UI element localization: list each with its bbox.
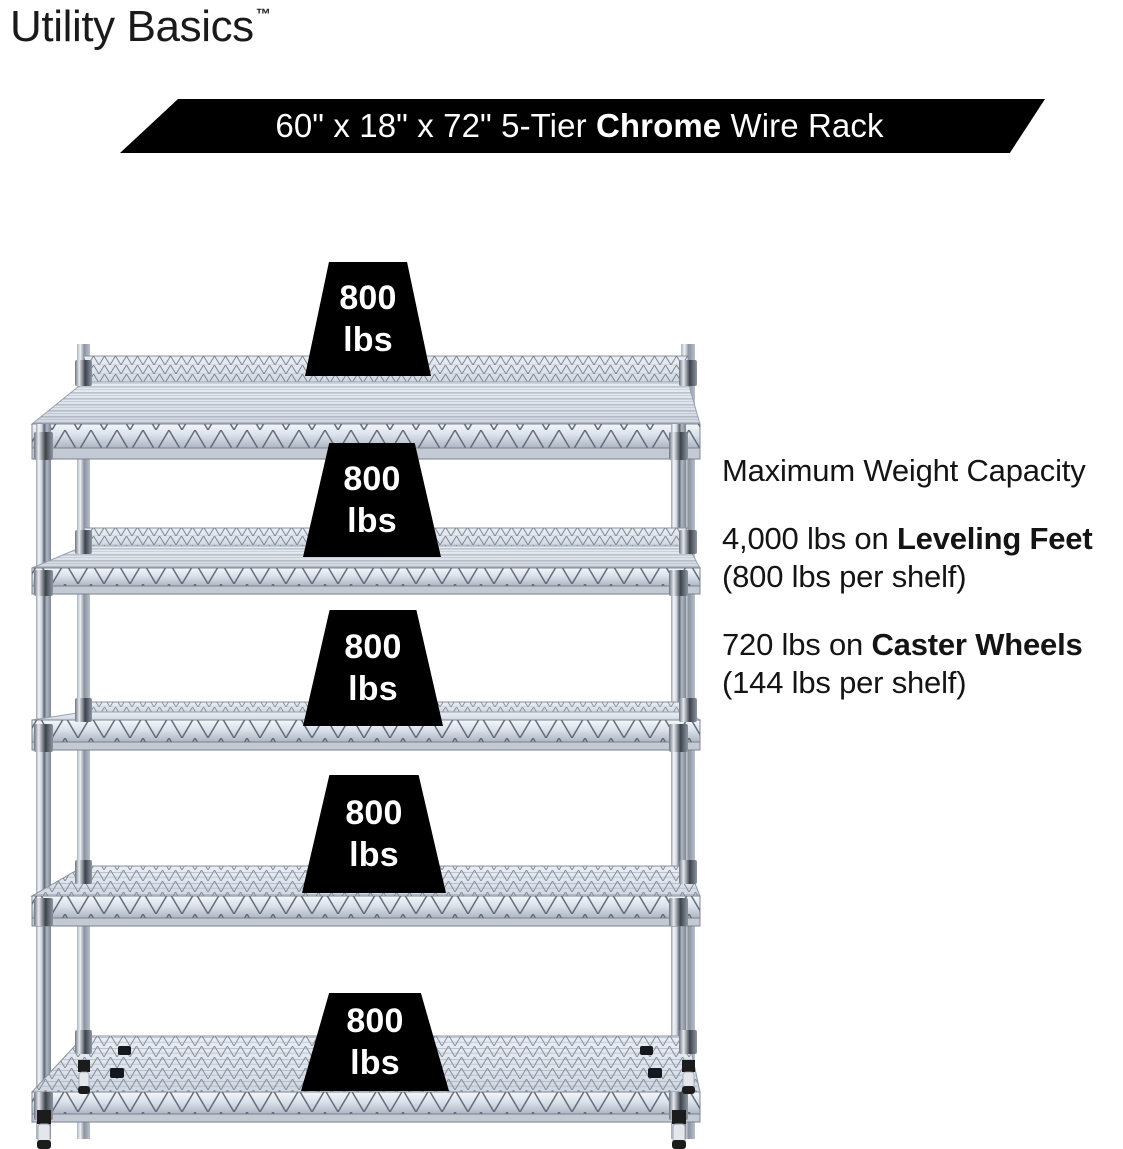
weight-badge-shelf-1: 800 lbs bbox=[305, 262, 431, 376]
badge-shape bbox=[303, 443, 441, 557]
weight-badge-shelf-3: 800 lbs bbox=[303, 610, 443, 726]
badge-value: 800 bbox=[344, 628, 402, 666]
wire-rack-illustration bbox=[0, 320, 740, 1149]
weight-badge-shelf-2: 800 lbs bbox=[303, 443, 441, 557]
banner-segment-3: Wire Rack bbox=[721, 107, 884, 144]
shelf-collars-tier-4 bbox=[34, 860, 697, 926]
badge-value: 800 bbox=[346, 1002, 404, 1040]
weight-badge-shelf-4: 800 lbs bbox=[302, 775, 446, 893]
badge-unit: lbs bbox=[348, 670, 398, 708]
badge-content: 800 lbs bbox=[303, 610, 443, 726]
title-banner: 60" x 18" x 72" 5-Tier Chrome Wire Rack bbox=[120, 99, 1045, 153]
caster-wheels-value: 720 lbs on bbox=[722, 627, 872, 662]
weight-badge-shelf-5: 800 lbs bbox=[301, 993, 449, 1091]
shelf-collars-tier-2 bbox=[34, 530, 697, 596]
badge-content: 800 lbs bbox=[303, 443, 441, 557]
badge-unit: lbs bbox=[347, 502, 397, 540]
shelf-collars-tier-1 bbox=[34, 360, 697, 460]
weight-capacity-copy: Maximum Weight Capacity 4,000 lbs on Lev… bbox=[722, 452, 1114, 702]
banner-title-text: 60" x 18" x 72" 5-Tier Chrome Wire Rack bbox=[120, 99, 1045, 153]
banner-segment-1: 60" x 18" x 72" 5-Tier bbox=[275, 107, 596, 144]
badge-shape bbox=[301, 993, 449, 1091]
leveling-feet-capacity: 4,000 lbs on Leveling Feet (800 lbs per … bbox=[722, 520, 1114, 596]
badge-shape bbox=[303, 610, 443, 726]
badge-shape bbox=[305, 262, 431, 376]
shelf-tier-1 bbox=[30, 355, 701, 460]
front-posts bbox=[36, 424, 686, 1139]
banner-background-shape bbox=[120, 99, 1045, 153]
badge-value: 800 bbox=[343, 460, 401, 498]
badge-unit: lbs bbox=[343, 321, 393, 359]
leveling-feet-value: 4,000 lbs on bbox=[722, 521, 897, 556]
capacity-heading-text: Maximum Weight Capacity bbox=[722, 453, 1086, 488]
banner-segment-chrome: Chrome bbox=[595, 107, 722, 144]
badge-unit: lbs bbox=[349, 836, 399, 874]
badge-value: 800 bbox=[339, 279, 397, 317]
badge-content: 800 lbs bbox=[302, 775, 446, 893]
badge-unit: lbs bbox=[350, 1044, 400, 1082]
leveling-feet-label: Leveling Feet bbox=[896, 521, 1093, 556]
caster-wheels-label: Caster Wheels bbox=[871, 627, 1083, 662]
badge-content: 800 lbs bbox=[305, 262, 431, 376]
badge-shape bbox=[302, 775, 446, 893]
brand-logo: Utility Basics ™ bbox=[10, 2, 271, 52]
leveling-feet bbox=[37, 1060, 695, 1149]
shelf-collars-tier-3 bbox=[34, 698, 697, 752]
trademark-symbol: ™ bbox=[255, 6, 271, 23]
brand-name: Utility Basics bbox=[10, 2, 254, 51]
badge-value: 800 bbox=[345, 794, 403, 832]
leveling-feet-per-shelf: (800 lbs per shelf) bbox=[722, 521, 1101, 594]
badge-content: 800 lbs bbox=[301, 993, 449, 1091]
caster-wheels-capacity: 720 lbs on Caster Wheels (144 lbs per sh… bbox=[722, 626, 1114, 702]
caster-wheels-per-shelf: (144 lbs per shelf) bbox=[722, 627, 1091, 700]
capacity-heading: Maximum Weight Capacity bbox=[722, 452, 1114, 490]
